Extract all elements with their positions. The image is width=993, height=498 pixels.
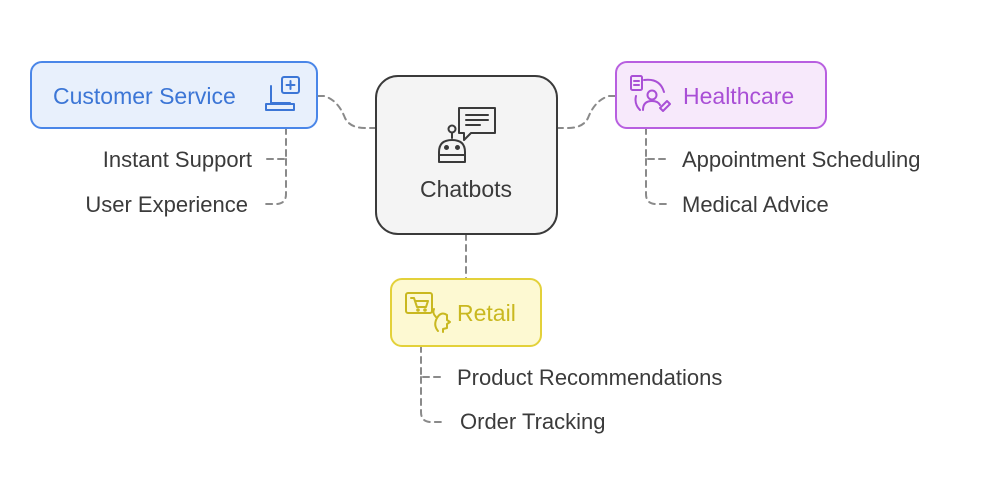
healthcare-label: Healthcare (683, 83, 794, 109)
branch-retail: Retail (390, 278, 542, 347)
chatbot-icon (438, 107, 496, 163)
center-node: Chatbots (375, 75, 558, 235)
leaf-instant-support: Instant Support (103, 147, 252, 172)
leaf-appointment-scheduling: Appointment Scheduling (682, 147, 921, 172)
connector-instant-support (263, 127, 287, 160)
connector-user-experience (263, 158, 287, 205)
branch-healthcare: Healthcare (615, 61, 827, 129)
connector-appointment-scheduling (645, 127, 671, 160)
patient-care-icon (630, 75, 671, 112)
leaf-order-tracking: Order Tracking (460, 409, 606, 434)
retail-box (390, 278, 542, 347)
connector-order-tracking (420, 376, 446, 423)
branch-customer-service: Customer Service (30, 61, 318, 129)
center-node-label: Chatbots (420, 176, 512, 202)
connector-medical-advice (645, 158, 671, 205)
connectors (263, 95, 671, 423)
connector-center-customer-service (316, 95, 377, 129)
connector-product-recommendations (420, 345, 446, 378)
shopping-assistant-icon (405, 292, 451, 333)
customer-service-box (30, 61, 318, 129)
support-laptop-icon (265, 76, 300, 111)
leaf-product-recommendations: Product Recommendations (457, 365, 722, 390)
leaf-medical-advice: Medical Advice (682, 192, 829, 217)
customer-service-label: Customer Service (53, 83, 236, 109)
healthcare-box (615, 61, 827, 129)
leaf-user-experience: User Experience (85, 192, 248, 217)
connector-center-healthcare (556, 95, 617, 129)
center-node-box (375, 75, 558, 235)
retail-label: Retail (457, 300, 516, 326)
